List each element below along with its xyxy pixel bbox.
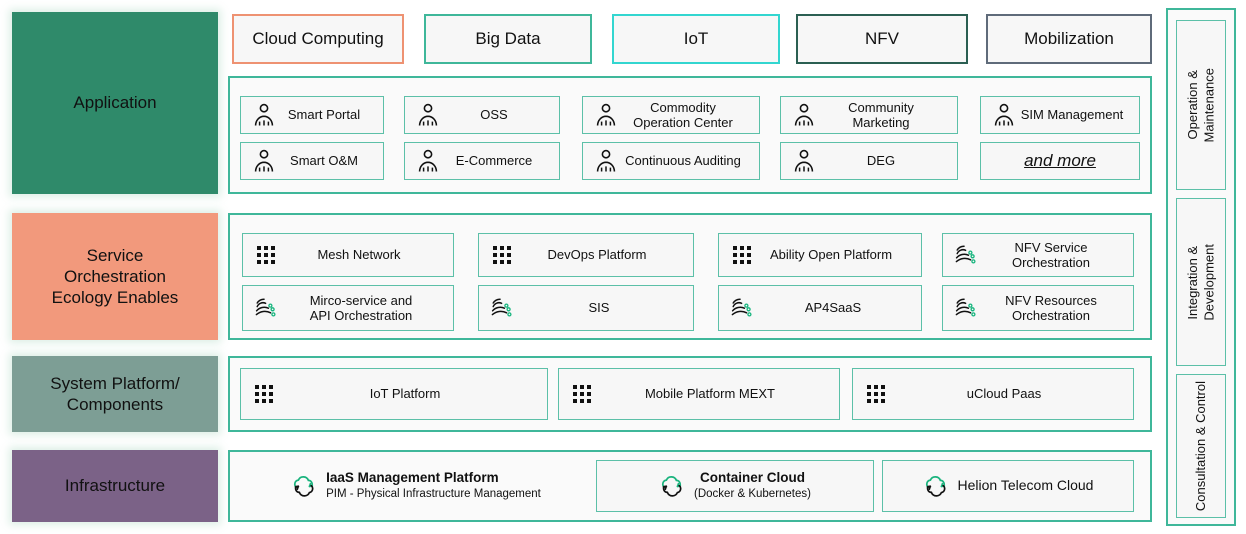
application-item-sim-management[interactable]: SIM Management <box>980 96 1140 134</box>
application-item-e-commerce[interactable]: E-Commerce <box>404 142 560 180</box>
tag-big-data[interactable]: Big Data <box>424 14 592 64</box>
application-item-and-more[interactable]: and more <box>980 142 1140 180</box>
infrastructure-item-title: Container Cloud <box>700 470 805 486</box>
orchestration-icon <box>255 298 276 317</box>
service-item-label: Mesh Network <box>317 247 401 263</box>
system-item-label: IoT Platform <box>369 386 441 402</box>
application-item-label: Smart Portal <box>287 107 361 123</box>
service-item-label: NFV Resources Orchestration <box>1005 292 1097 323</box>
application-item-smart-o-m[interactable]: Smart O&M <box>240 142 384 180</box>
person-icon <box>418 103 438 126</box>
service-item-label: DevOps Platform <box>547 247 647 263</box>
layer-label-application: Application <box>12 12 218 194</box>
service-item-ap4saas[interactable]: AP4SaaS <box>718 285 922 331</box>
application-item-label: SIM Management <box>1020 107 1124 123</box>
application-item-label: DEG <box>866 153 896 169</box>
grid-icon <box>257 246 275 264</box>
service-item-label: Mirco-service and API Orchestration <box>309 292 413 323</box>
infrastructure-item-text: Container Cloud (Docker & Kubernetes) <box>694 470 811 501</box>
application-item-continuous-auditing[interactable]: Continuous Auditing <box>582 142 760 180</box>
service-item-devops-platform[interactable]: DevOps Platform <box>478 233 694 277</box>
person-icon <box>418 149 438 172</box>
application-item-oss[interactable]: OSS <box>404 96 560 134</box>
orchestration-icon <box>731 298 752 317</box>
sidebar-panel-operation-maintenance[interactable]: Operation & Maintenance <box>1176 20 1226 190</box>
cloud-icon <box>294 476 314 497</box>
grid-icon <box>493 246 511 264</box>
service-item-nfv-service-orchestration[interactable]: NFV Service Orchestration <box>942 233 1134 277</box>
layer-label-service-orchestration: Service Orchestration Ecology Enables <box>12 213 218 340</box>
person-icon <box>994 103 1014 126</box>
grid-icon <box>733 246 751 264</box>
application-item-label: Continuous Auditing <box>625 153 741 169</box>
application-item-label: E-Commerce <box>455 153 533 169</box>
application-item-label: and more <box>1024 150 1096 170</box>
application-item-label: Smart O&M <box>290 153 358 169</box>
person-icon <box>794 103 814 126</box>
orchestration-icon <box>955 245 976 264</box>
tag-label: IoT <box>683 29 709 48</box>
system-item-label: Mobile Platform MEXT <box>644 386 776 402</box>
cloud-icon <box>925 476 945 497</box>
person-icon <box>596 103 616 126</box>
application-item-label: Commodity Operation Center <box>633 99 733 130</box>
grid-icon <box>573 385 591 403</box>
sidebar-panel-label: Integration & Development <box>1184 243 1216 321</box>
sidebar-panel-label: Operation & Maintenance <box>1184 67 1216 143</box>
tag-cloud-computing[interactable]: Cloud Computing <box>232 14 404 64</box>
person-icon <box>254 103 274 126</box>
tag-label: Cloud Computing <box>252 29 384 48</box>
tag-label: Big Data <box>475 29 541 48</box>
infrastructure-item-title: IaaS Management Platform <box>326 470 499 486</box>
sidebar-panel-integration-development[interactable]: Integration & Development <box>1176 198 1226 366</box>
layer-label-infrastructure: Infrastructure <box>12 450 218 522</box>
application-item-commodity-operation-center[interactable]: Commodity Operation Center <box>582 96 760 134</box>
infrastructure-item-container-cloud[interactable]: Container Cloud (Docker & Kubernetes) <box>596 460 874 512</box>
person-icon <box>254 149 274 172</box>
person-icon <box>596 149 616 172</box>
sidebar-panel-label: Consultation & Control <box>1192 380 1208 512</box>
infrastructure-item-text: Helion Telecom Cloud <box>958 477 1094 495</box>
layer-label-system-platform: System Platform/ Components <box>12 356 218 432</box>
application-item-label: OSS <box>480 107 508 123</box>
service-item-label: Ability Open Platform <box>769 247 893 263</box>
service-item-label: AP4SaaS <box>804 300 862 316</box>
tag-label: Mobilization <box>1024 29 1114 48</box>
tag-mobilization[interactable]: Mobilization <box>986 14 1152 64</box>
cloud-icon <box>662 476 682 497</box>
application-item-smart-portal[interactable]: Smart Portal <box>240 96 384 134</box>
infrastructure-item-subtitle: PIM - Physical Infrastructure Management <box>326 488 541 501</box>
application-item-deg[interactable]: DEG <box>780 142 958 180</box>
system-item-label: uCloud Paas <box>966 386 1042 402</box>
system-item-mobile-platform-mext[interactable]: Mobile Platform MEXT <box>558 368 840 420</box>
infrastructure-item-helion-telecom-cloud[interactable]: Helion Telecom Cloud <box>882 460 1134 512</box>
service-item-mirco-service-and-api-orchestration[interactable]: Mirco-service and API Orchestration <box>242 285 454 331</box>
service-item-ability-open-platform[interactable]: Ability Open Platform <box>718 233 922 277</box>
system-item-ucloud-paas[interactable]: uCloud Paas <box>852 368 1134 420</box>
tag-nfv[interactable]: NFV <box>796 14 968 64</box>
service-item-mesh-network[interactable]: Mesh Network <box>242 233 454 277</box>
application-item-label: Community Marketing <box>848 99 914 130</box>
system-item-iot-platform[interactable]: IoT Platform <box>240 368 548 420</box>
service-item-nfv-resources-orchestration[interactable]: NFV Resources Orchestration <box>942 285 1134 331</box>
service-item-sis[interactable]: SIS <box>478 285 694 331</box>
infrastructure-item-subtitle: (Docker & Kubernetes) <box>694 488 811 501</box>
grid-icon <box>867 385 885 403</box>
tag-iot[interactable]: IoT <box>612 14 780 64</box>
service-item-label: NFV Service Orchestration <box>1011 239 1091 270</box>
orchestration-icon <box>955 298 976 317</box>
infrastructure-item-title: Helion Telecom Cloud <box>957 477 1094 494</box>
application-item-community-marketing[interactable]: Community Marketing <box>780 96 958 134</box>
tag-label: NFV <box>865 29 899 48</box>
service-item-label: SIS <box>588 300 610 316</box>
grid-icon <box>255 385 273 403</box>
sidebar-panel-consultation-control[interactable]: Consultation & Control <box>1176 374 1226 518</box>
person-icon <box>794 149 814 172</box>
orchestration-icon <box>491 298 512 317</box>
